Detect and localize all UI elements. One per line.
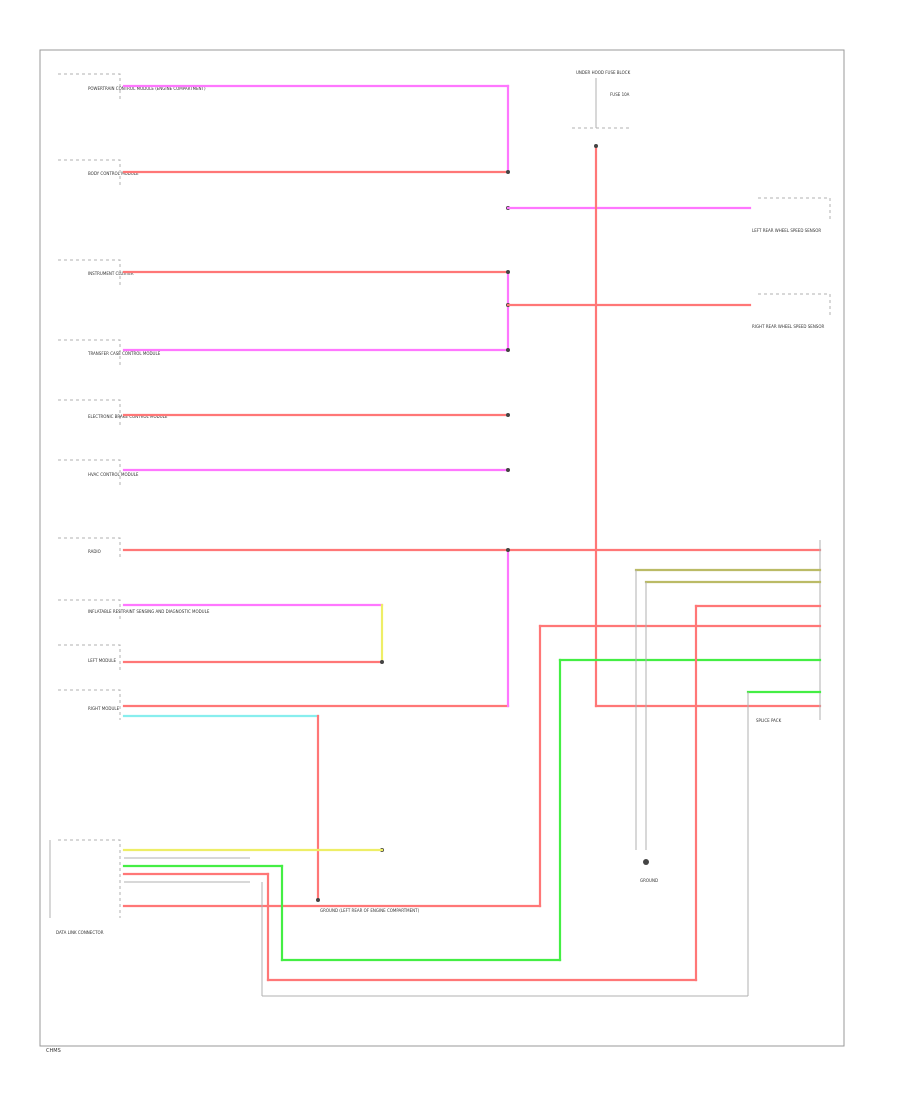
label-splice-pack: SPLICE PACK [756,718,782,723]
label-left-module: LEFT MODULE [88,658,117,663]
label-airbag: INFLATABLE RESTRAINT SENSING AND DIAGNOS… [88,609,210,614]
label-rr-sensor: RIGHT REAR WHEEL SPEED SENSOR [752,324,824,329]
label-right-module: RIGHT MODULE [88,706,120,711]
label-fuse-block: UNDER HOOD FUSE BLOCK [576,70,631,75]
label-ebcm: ELECTRONIC BRAKE CONTROL MODULE [88,414,168,419]
left-module-connectors [49,73,121,918]
label-radio: RADIO [88,549,101,554]
fuse-block: UNDER HOOD FUSE BLOCK FUSE 10A [572,70,822,708]
label-hvac: HVAC CONTROL MODULE [88,472,139,477]
dlc-block-wires [122,848,748,997]
splice-bus [380,84,510,708]
label-inst-cluster: INSTRUMENT CLUSTER [88,271,134,276]
dlc-verticals: GROUND [538,570,749,996]
sensor-wires: LEFT REAR WHEEL SPEED SENSOR RIGHT REAR … [506,197,831,329]
label-body-module: BODY CONTROL MODULE [88,171,139,176]
footer-code: CHMS [46,1048,61,1054]
lower-feeds: GROUND (LEFT REAR OF ENGINE COMPARTMENT) [122,714,420,913]
dlc-pins: SPLICE PACK [538,540,822,723]
label-ground-b: GROUND (LEFT REAR OF ENGINE COMPARTMENT) [320,908,420,913]
label-fuse: FUSE 10A [610,92,630,97]
label-dlc: DATA LINK CONNECTOR [56,930,104,935]
class2-wires [122,84,822,708]
left-module-labels: POWERTRAIN CONTROL MODULE (ENGINE COMPAR… [56,86,210,935]
label-ground-a: GROUND [640,878,658,883]
label-ecm: POWERTRAIN CONTROL MODULE (ENGINE COMPAR… [88,86,206,91]
diagram-border [39,49,845,1047]
label-tcm: TRANSFER CASE CONTROL MODULE [87,351,161,356]
label-lr-sensor: LEFT REAR WHEEL SPEED SENSOR [752,228,821,233]
